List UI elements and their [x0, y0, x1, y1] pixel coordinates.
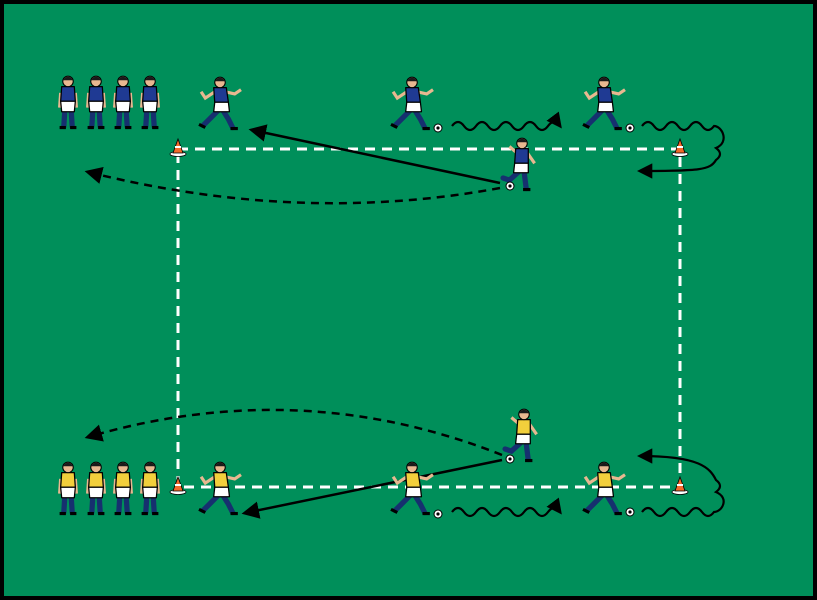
- player-icon: [390, 461, 434, 516]
- player-icon: [140, 461, 160, 516]
- player-icon: [140, 75, 160, 130]
- pass-arrow: [241, 458, 503, 519]
- player-icon: [502, 408, 538, 463]
- run-arrow: [84, 166, 501, 205]
- dribble-arrow: [451, 497, 562, 518]
- player-icon: [198, 76, 242, 131]
- player-icon: [582, 76, 626, 131]
- player-icon: [58, 461, 78, 516]
- grid-square: [176, 147, 682, 489]
- player-icon: [113, 75, 133, 130]
- cone-icon: [671, 475, 689, 495]
- dribble-arrow: [636, 120, 725, 179]
- pass-arrow: [248, 124, 501, 185]
- ball-icon: [625, 123, 635, 133]
- player-icon: [390, 76, 434, 131]
- dribble-arrow: [451, 111, 562, 132]
- player-icon: [86, 75, 106, 130]
- player-icon: [86, 461, 106, 516]
- cone-icon: [169, 137, 187, 157]
- cone-icon: [169, 475, 187, 495]
- ball-icon: [505, 454, 515, 464]
- ball-icon: [433, 509, 443, 519]
- player-icon: [113, 461, 133, 516]
- dribble-arrow: [636, 448, 725, 518]
- player-icon: [582, 461, 626, 516]
- player-icon: [198, 461, 242, 516]
- player-icon: [500, 137, 536, 192]
- balls-layer: [433, 123, 635, 519]
- player-icon: [58, 75, 78, 130]
- ball-icon: [433, 123, 443, 133]
- players-layer: [58, 75, 626, 516]
- run-arrow: [84, 408, 503, 457]
- ball-icon: [625, 507, 635, 517]
- cone-icon: [671, 137, 689, 157]
- ball-icon: [505, 181, 515, 191]
